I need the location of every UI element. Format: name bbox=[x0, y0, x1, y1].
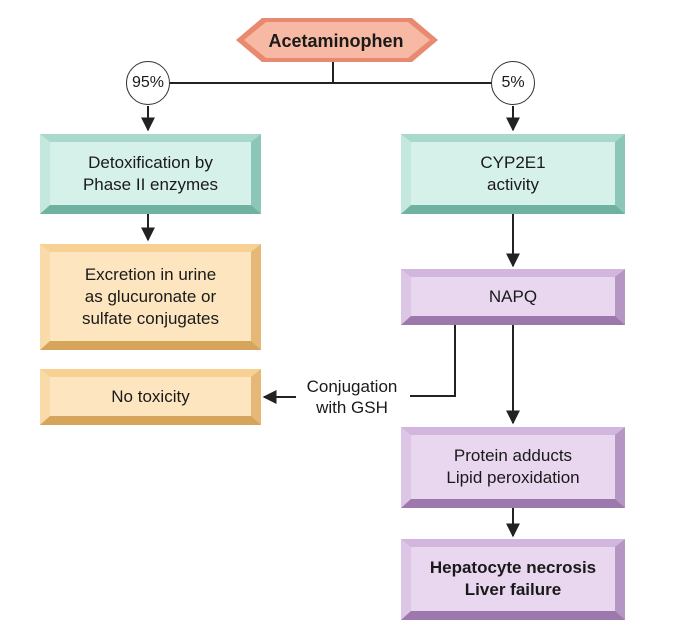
box-no-toxicity-label: No toxicity bbox=[111, 386, 190, 406]
start-hexagon-face bbox=[244, 22, 430, 58]
percent-left-label: 95% bbox=[131, 74, 165, 91]
box-excretion: Excretion in urine as glucuronate or sul… bbox=[40, 244, 261, 350]
start-node-acetaminophen: Acetaminophen bbox=[240, 26, 432, 56]
conjugation-gsh-text: Conjugation with GSH bbox=[306, 377, 398, 417]
box-no-toxicity: No toxicity bbox=[40, 369, 261, 425]
conjugation-gsh-label: Conjugation with GSH bbox=[296, 376, 408, 418]
box-phase2-detox: Detoxification by Phase II enzymes bbox=[40, 134, 261, 214]
box-adducts-label: Protein adducts Lipid peroxidation bbox=[446, 446, 580, 487]
percent-right-label: 5% bbox=[501, 74, 525, 91]
box-protein-adducts: Protein adducts Lipid peroxidation bbox=[401, 427, 625, 508]
percent-circle-left: 95% bbox=[126, 61, 170, 105]
box-necrosis-label: Hepatocyte necrosis Liver failure bbox=[429, 558, 597, 599]
box-napq-label: NAPQ bbox=[488, 286, 538, 306]
box-phase2-label: Detoxification by Phase II enzymes bbox=[82, 152, 219, 194]
connector-napq-gsh bbox=[410, 325, 456, 397]
start-node-label: Acetaminophen bbox=[268, 30, 404, 51]
box-excretion-label: Excretion in urine as glucuronate or sul… bbox=[81, 264, 220, 328]
box-cyp2e1-label: CYP2E1 activity bbox=[480, 152, 546, 194]
box-hepatocyte-necrosis: Hepatocyte necrosis Liver failure bbox=[401, 539, 625, 620]
box-napq: NAPQ bbox=[401, 269, 625, 325]
box-cyp2e1: CYP2E1 activity bbox=[401, 134, 625, 214]
percent-circle-right: 5% bbox=[491, 61, 535, 105]
